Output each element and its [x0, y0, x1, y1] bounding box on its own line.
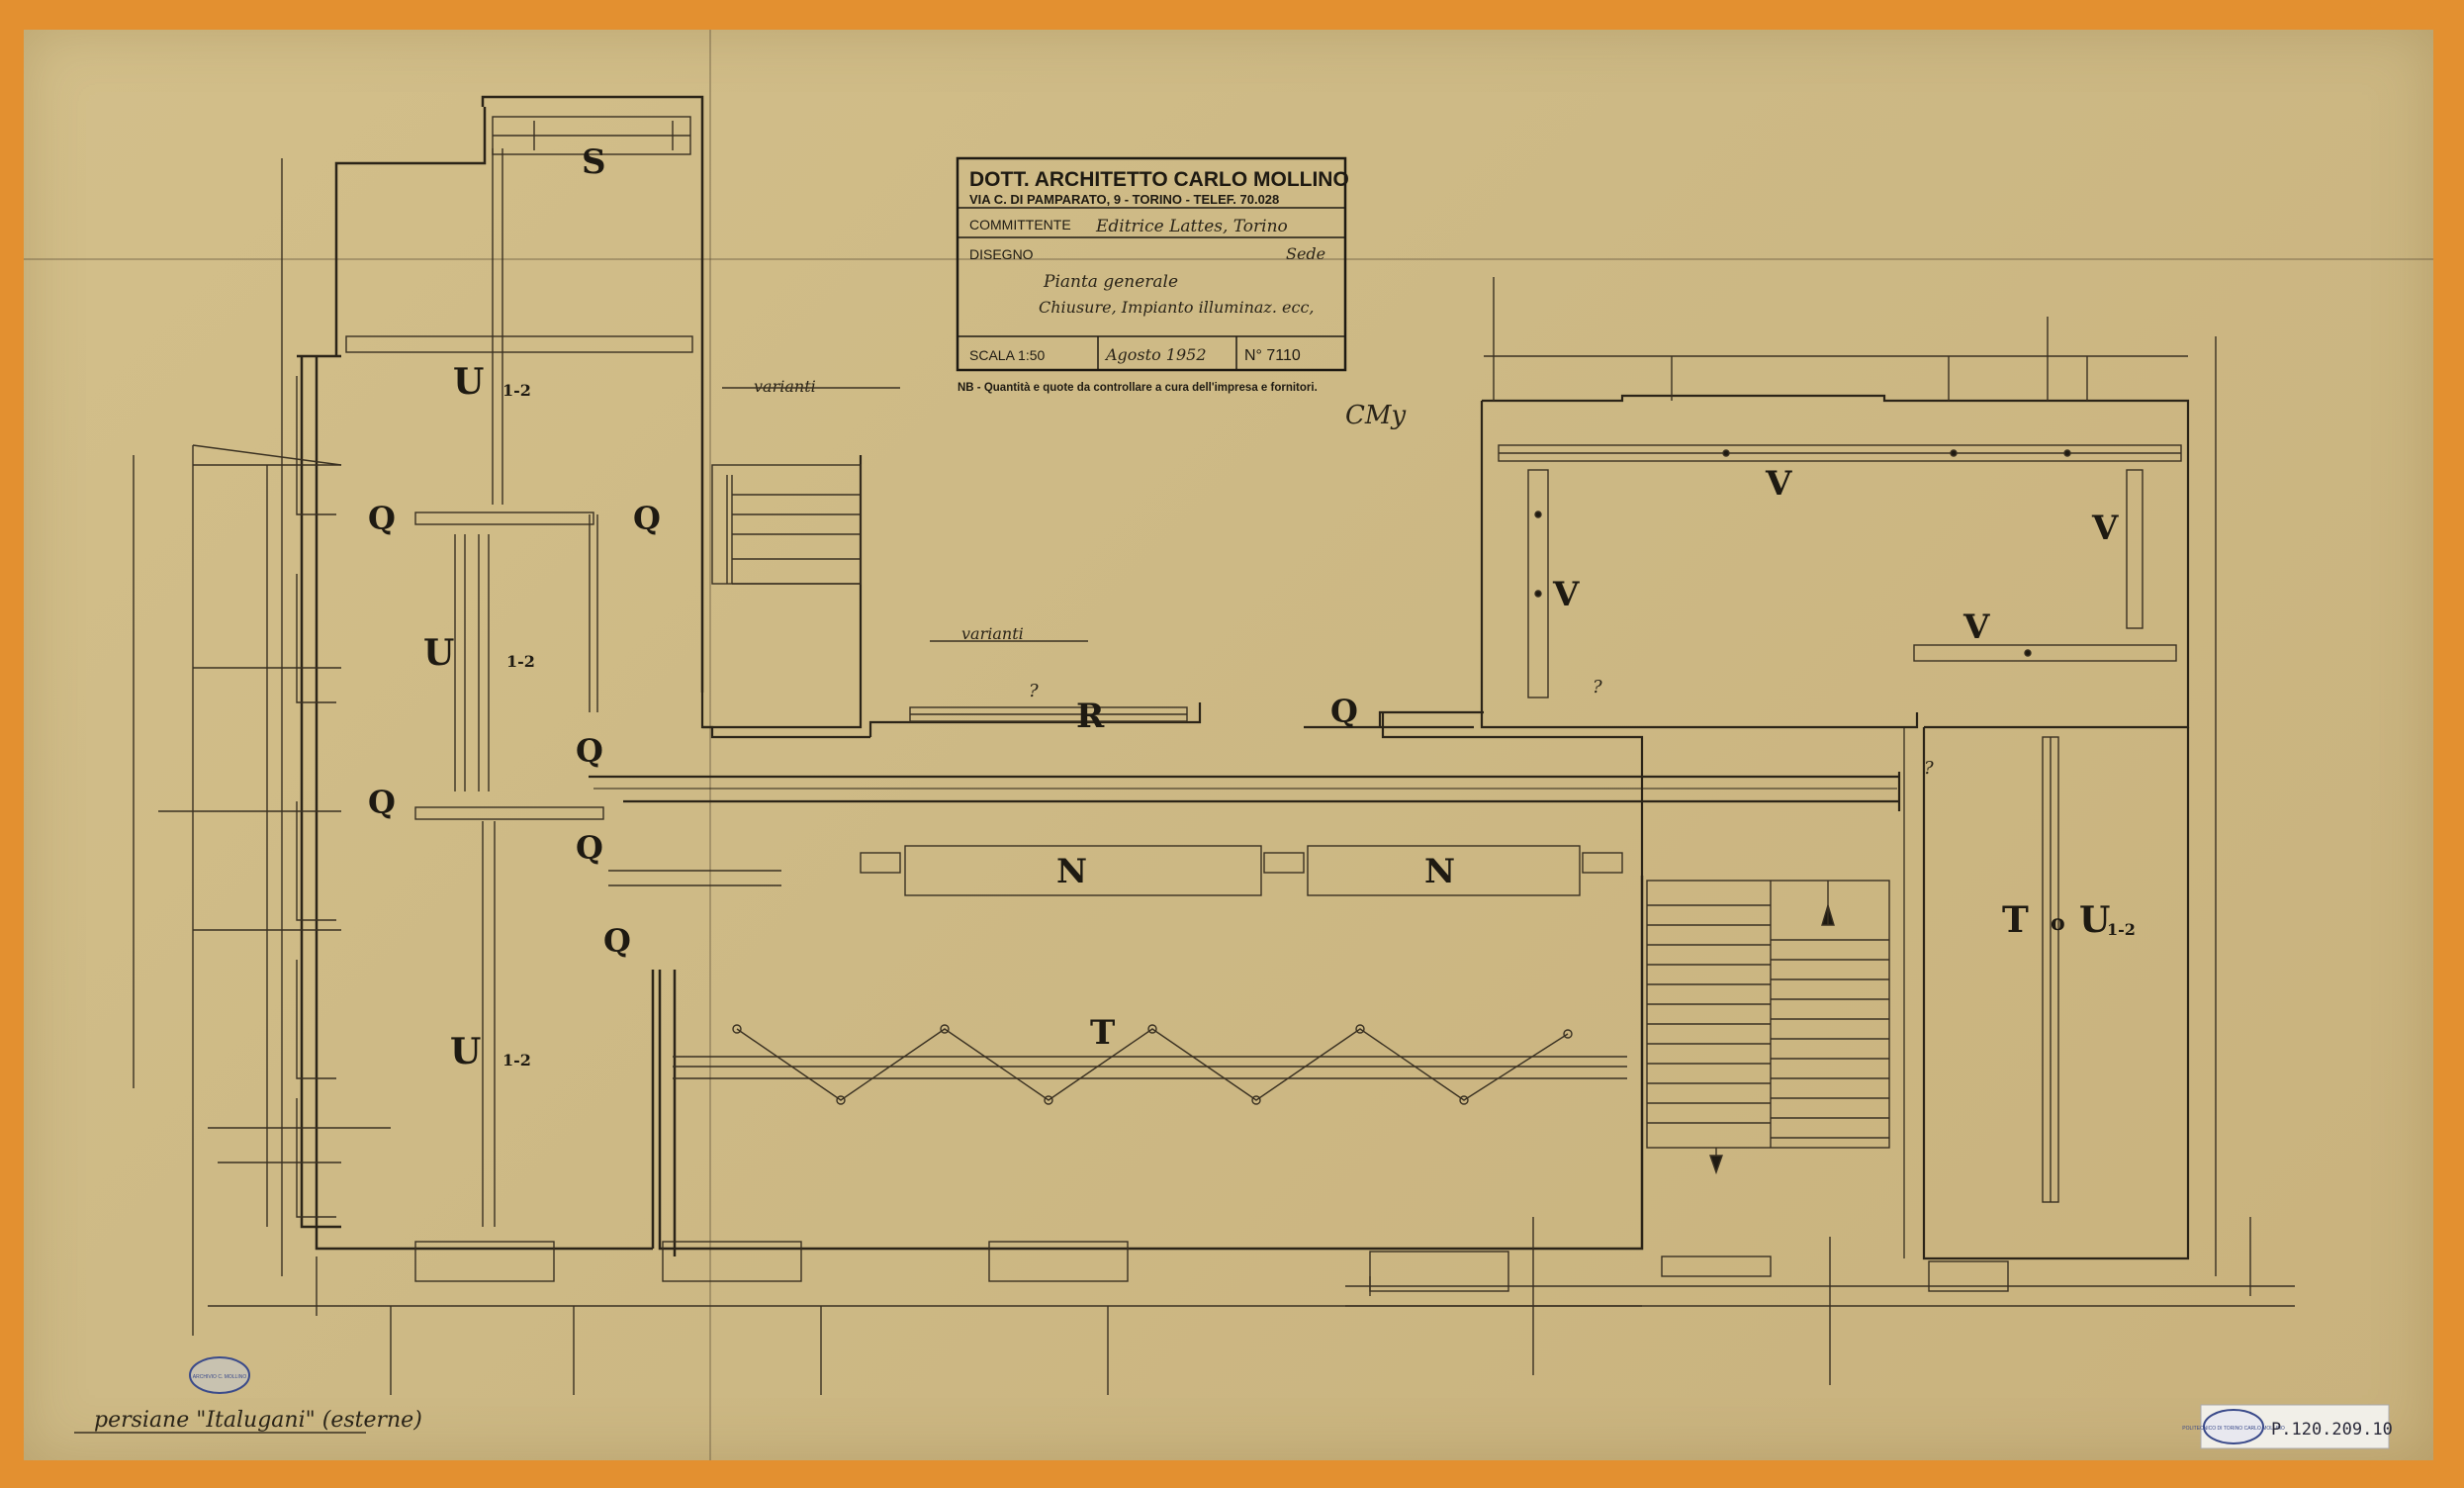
label-q-6: Q	[603, 922, 631, 960]
n-fixtures	[608, 845, 1623, 896]
note-question-3: ?	[1924, 758, 1934, 779]
label-n-1: N	[1056, 852, 1087, 891]
note-question-1: ?	[1029, 681, 1039, 701]
element-s: S	[492, 116, 691, 182]
label-u-1-sub: 1-2	[502, 381, 531, 400]
numero: N° 7110	[1244, 347, 1301, 364]
stamp-left-text: ARCHIVIO C. MOLLINO	[193, 1374, 247, 1380]
disegno-line1: Pianta generale	[1043, 272, 1178, 292]
label-q-1: Q	[368, 500, 396, 537]
label-r: R	[1076, 697, 1105, 736]
committente-label: COMMITTENTE	[969, 217, 1071, 232]
label-t-center: T	[1090, 1013, 1115, 1053]
room-labels: U 1-2 U 1-2 U 1-2 Q Q Q Q Q Q Q R N N T …	[368, 361, 2136, 1072]
data: Agosto 1952	[1104, 345, 1207, 364]
label-s: S	[582, 142, 606, 182]
tu-column	[2042, 736, 2059, 1203]
bottom-windows	[208, 277, 2295, 1395]
title-architect: DOTT. ARCHITETTO CARLO MOLLINO	[969, 168, 1349, 191]
label-q-5: Q	[576, 829, 603, 867]
scala: SCALA 1:50	[969, 347, 1045, 363]
central-walls	[589, 394, 2190, 1260]
note-varianti-2: varianti	[961, 624, 1024, 643]
label-v-3: V	[1552, 575, 1580, 614]
note-question-2: ?	[1593, 677, 1602, 698]
label-v-1: V	[1765, 464, 1792, 504]
label-u-1: U	[453, 361, 484, 403]
initials-cm: CMy	[1345, 401, 1407, 430]
label-t-right: T	[2002, 899, 2029, 941]
handwritten-notes: varianti varianti ? ? ? CMy persiane "It…	[74, 377, 1934, 1434]
label-u-2-sub: 1-2	[506, 652, 535, 671]
label-q-2: Q	[633, 500, 661, 537]
label-u-2: U	[423, 632, 454, 674]
label-u-right-sub: 1-2	[2107, 920, 2136, 939]
stair-main	[1646, 880, 1890, 1277]
label-u-3-sub: 1-2	[502, 1051, 531, 1070]
label-q-4: Q	[368, 784, 396, 821]
archive-stamp-left: ARCHIVIO C. MOLLINO	[189, 1356, 250, 1394]
left-partitions	[345, 148, 693, 1227]
tracing-paper	[24, 30, 2433, 1460]
v-fixtures	[1498, 444, 2182, 698]
left-wing-walls	[297, 95, 1644, 1256]
title-address: VIA C. DI PAMPARATO, 9 - TORINO - TELEF.…	[969, 192, 1279, 207]
archive-stamp-right: POLITECNICO DI TORINO CARLO MOLLINO P.12…	[2182, 1404, 2393, 1449]
label-dot: o	[2051, 910, 2065, 936]
disegno-line2: Chiusure, Impianto illuminaz. ecc,	[1039, 298, 1314, 317]
label-u-3: U	[450, 1031, 481, 1072]
committente-value: Editrice Lattes, Torino	[1095, 217, 1288, 236]
title-block: DOTT. ARCHITETTO CARLO MOLLINO VIA C. DI…	[956, 156, 1349, 394]
archive-code: P.120.209.10	[2271, 1420, 2393, 1440]
stamp-right-text: POLITECNICO DI TORINO CARLO MOLLINO	[2182, 1426, 2285, 1432]
note-varianti-1: varianti	[754, 377, 816, 396]
bottom-note: persiane "Italugani" (esterne)	[94, 1408, 422, 1433]
r-fixture	[909, 706, 1188, 722]
stair-upper	[711, 464, 862, 585]
label-q-7: Q	[1330, 693, 1358, 730]
label-v-2: V	[2091, 509, 2119, 548]
label-n-2: N	[1424, 852, 1455, 891]
left-windows	[133, 158, 391, 1336]
t-fixture-zigzag	[673, 1024, 1627, 1105]
nb-note: NB - Quantità e quote da controllare a c…	[958, 382, 1318, 394]
sede-note: Sede	[1286, 244, 1325, 263]
label-v-4: V	[1962, 607, 1990, 647]
disegno-label: DISEGNO	[969, 246, 1034, 262]
label-q-3: Q	[576, 732, 603, 770]
label-u-right: U	[2079, 899, 2110, 941]
